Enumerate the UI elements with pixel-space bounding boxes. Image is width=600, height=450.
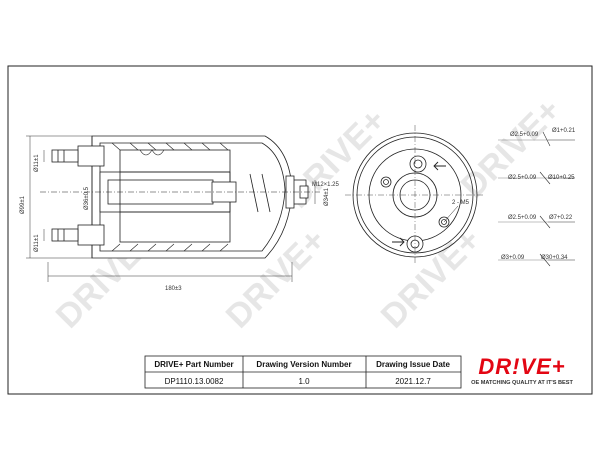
connector-details: [498, 131, 575, 267]
side-view-dimensions: [26, 135, 316, 282]
version-value: 1.0: [298, 377, 310, 386]
part-number-header: DRIVE+ Part Number: [154, 360, 233, 369]
dim-length: 180±3: [165, 286, 182, 292]
connector-row: Ø2.5+0.09 Ø7+0.22: [508, 215, 573, 221]
title-block: [144, 355, 462, 389]
part-number-value: DP1110.13.0082: [165, 377, 224, 386]
connector-row: Ø3+0.09 Ø30+0.34: [501, 255, 568, 261]
issue-date-value: 2021.12.7: [395, 377, 431, 386]
dim-thread: M12×1.25: [312, 182, 340, 188]
logo-wordmark: DR!VE+: [478, 354, 565, 379]
connector-dim-b: Ø1+0.21: [552, 128, 576, 134]
connector-dim-a: Ø2.5+0.09: [510, 132, 539, 138]
drawing-frame: [7, 65, 593, 395]
side-view: [40, 135, 320, 259]
front-view: [345, 125, 485, 265]
dim-left-top: Ø11±1: [34, 154, 40, 172]
connector-row: Ø2.5+0.09 Ø1+0.21: [510, 128, 576, 138]
port-label: 2 - M5: [452, 200, 470, 206]
connector-dim-a: Ø2.5+0.09: [508, 175, 537, 181]
connector-dim-b: Ø7+0.22: [549, 215, 573, 221]
logo-tagline: OE MATCHING QUALITY AT IT'S BEST: [471, 380, 573, 386]
dim-left-bottom: Ø11±1: [34, 234, 40, 252]
connector-dim-b: Ø10+0.25: [548, 175, 575, 181]
issue-date-header: Drawing Issue Date: [376, 360, 450, 369]
dim-right: Ø34±1: [324, 187, 330, 206]
version-header: Drawing Version Number: [256, 360, 351, 369]
connector-dim-a: Ø3+0.09: [501, 255, 525, 261]
connector-dim-a: Ø2.5+0.09: [508, 215, 537, 221]
drive-plus-logo: DR!VE+ OE MATCHING QUALITY AT IT'S BEST: [471, 354, 573, 386]
dim-inner: Ø36±0.5: [84, 186, 90, 210]
dim-height: Ø99±1: [20, 195, 26, 214]
connector-row: Ø2.5+0.09 Ø10+0.25: [508, 175, 575, 181]
connector-dim-b: Ø30+0.34: [541, 255, 568, 261]
